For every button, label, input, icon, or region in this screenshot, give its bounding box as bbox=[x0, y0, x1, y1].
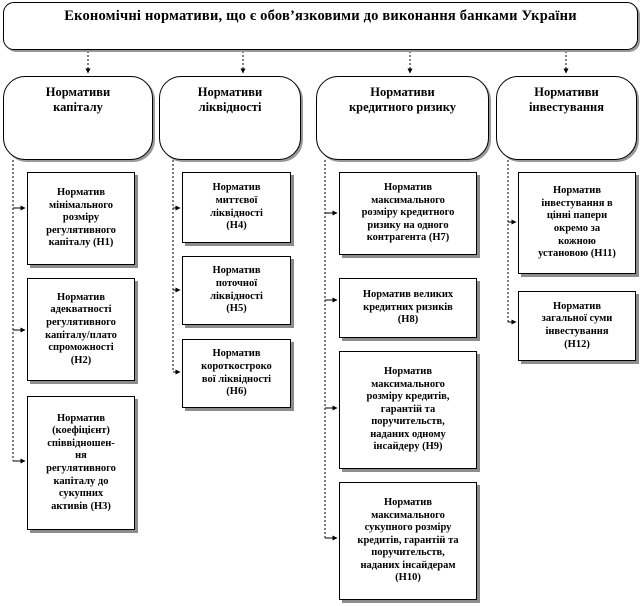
group-investment: Нормативи інвестування bbox=[496, 76, 637, 160]
norm-h6: Норматив короткостроко вої ліквідності (… bbox=[182, 339, 291, 408]
group-liquidity: Нормативи ліквідності bbox=[159, 76, 301, 160]
norm-h12: Норматив загальної суми інвестування (Н1… bbox=[518, 291, 636, 361]
norm-h5: Норматив поточної ліквідності (Н5) bbox=[182, 256, 291, 325]
norm-h8: Норматив великих кредитних ризиків (Н8) bbox=[339, 278, 477, 338]
norm-h11: Норматив інвестування в цінні папери окр… bbox=[518, 172, 636, 274]
norm-h10: Норматив максимального сукупного розміру… bbox=[339, 482, 477, 600]
norm-h7: Норматив максимального розміру кредитног… bbox=[339, 172, 477, 255]
norm-h3: Норматив (коефіцієнт) співвідношен- ня р… bbox=[27, 396, 135, 530]
norm-h4: Норматив миттєвої ліквідності (Н4) bbox=[182, 172, 291, 243]
norm-h9: Норматив максимального розміру кредитів,… bbox=[339, 351, 477, 469]
norm-h2: Норматив адекватності регулятивного капі… bbox=[27, 278, 135, 381]
norm-h1: Норматив мінімального розміру регулятивн… bbox=[27, 172, 135, 265]
group-capital: Нормативи капіталу bbox=[3, 76, 153, 160]
diagram-title: Економічні нормативи, що є обов’язковими… bbox=[3, 2, 638, 50]
group-credit-risk: Нормативи кредитного ризику bbox=[316, 76, 489, 160]
